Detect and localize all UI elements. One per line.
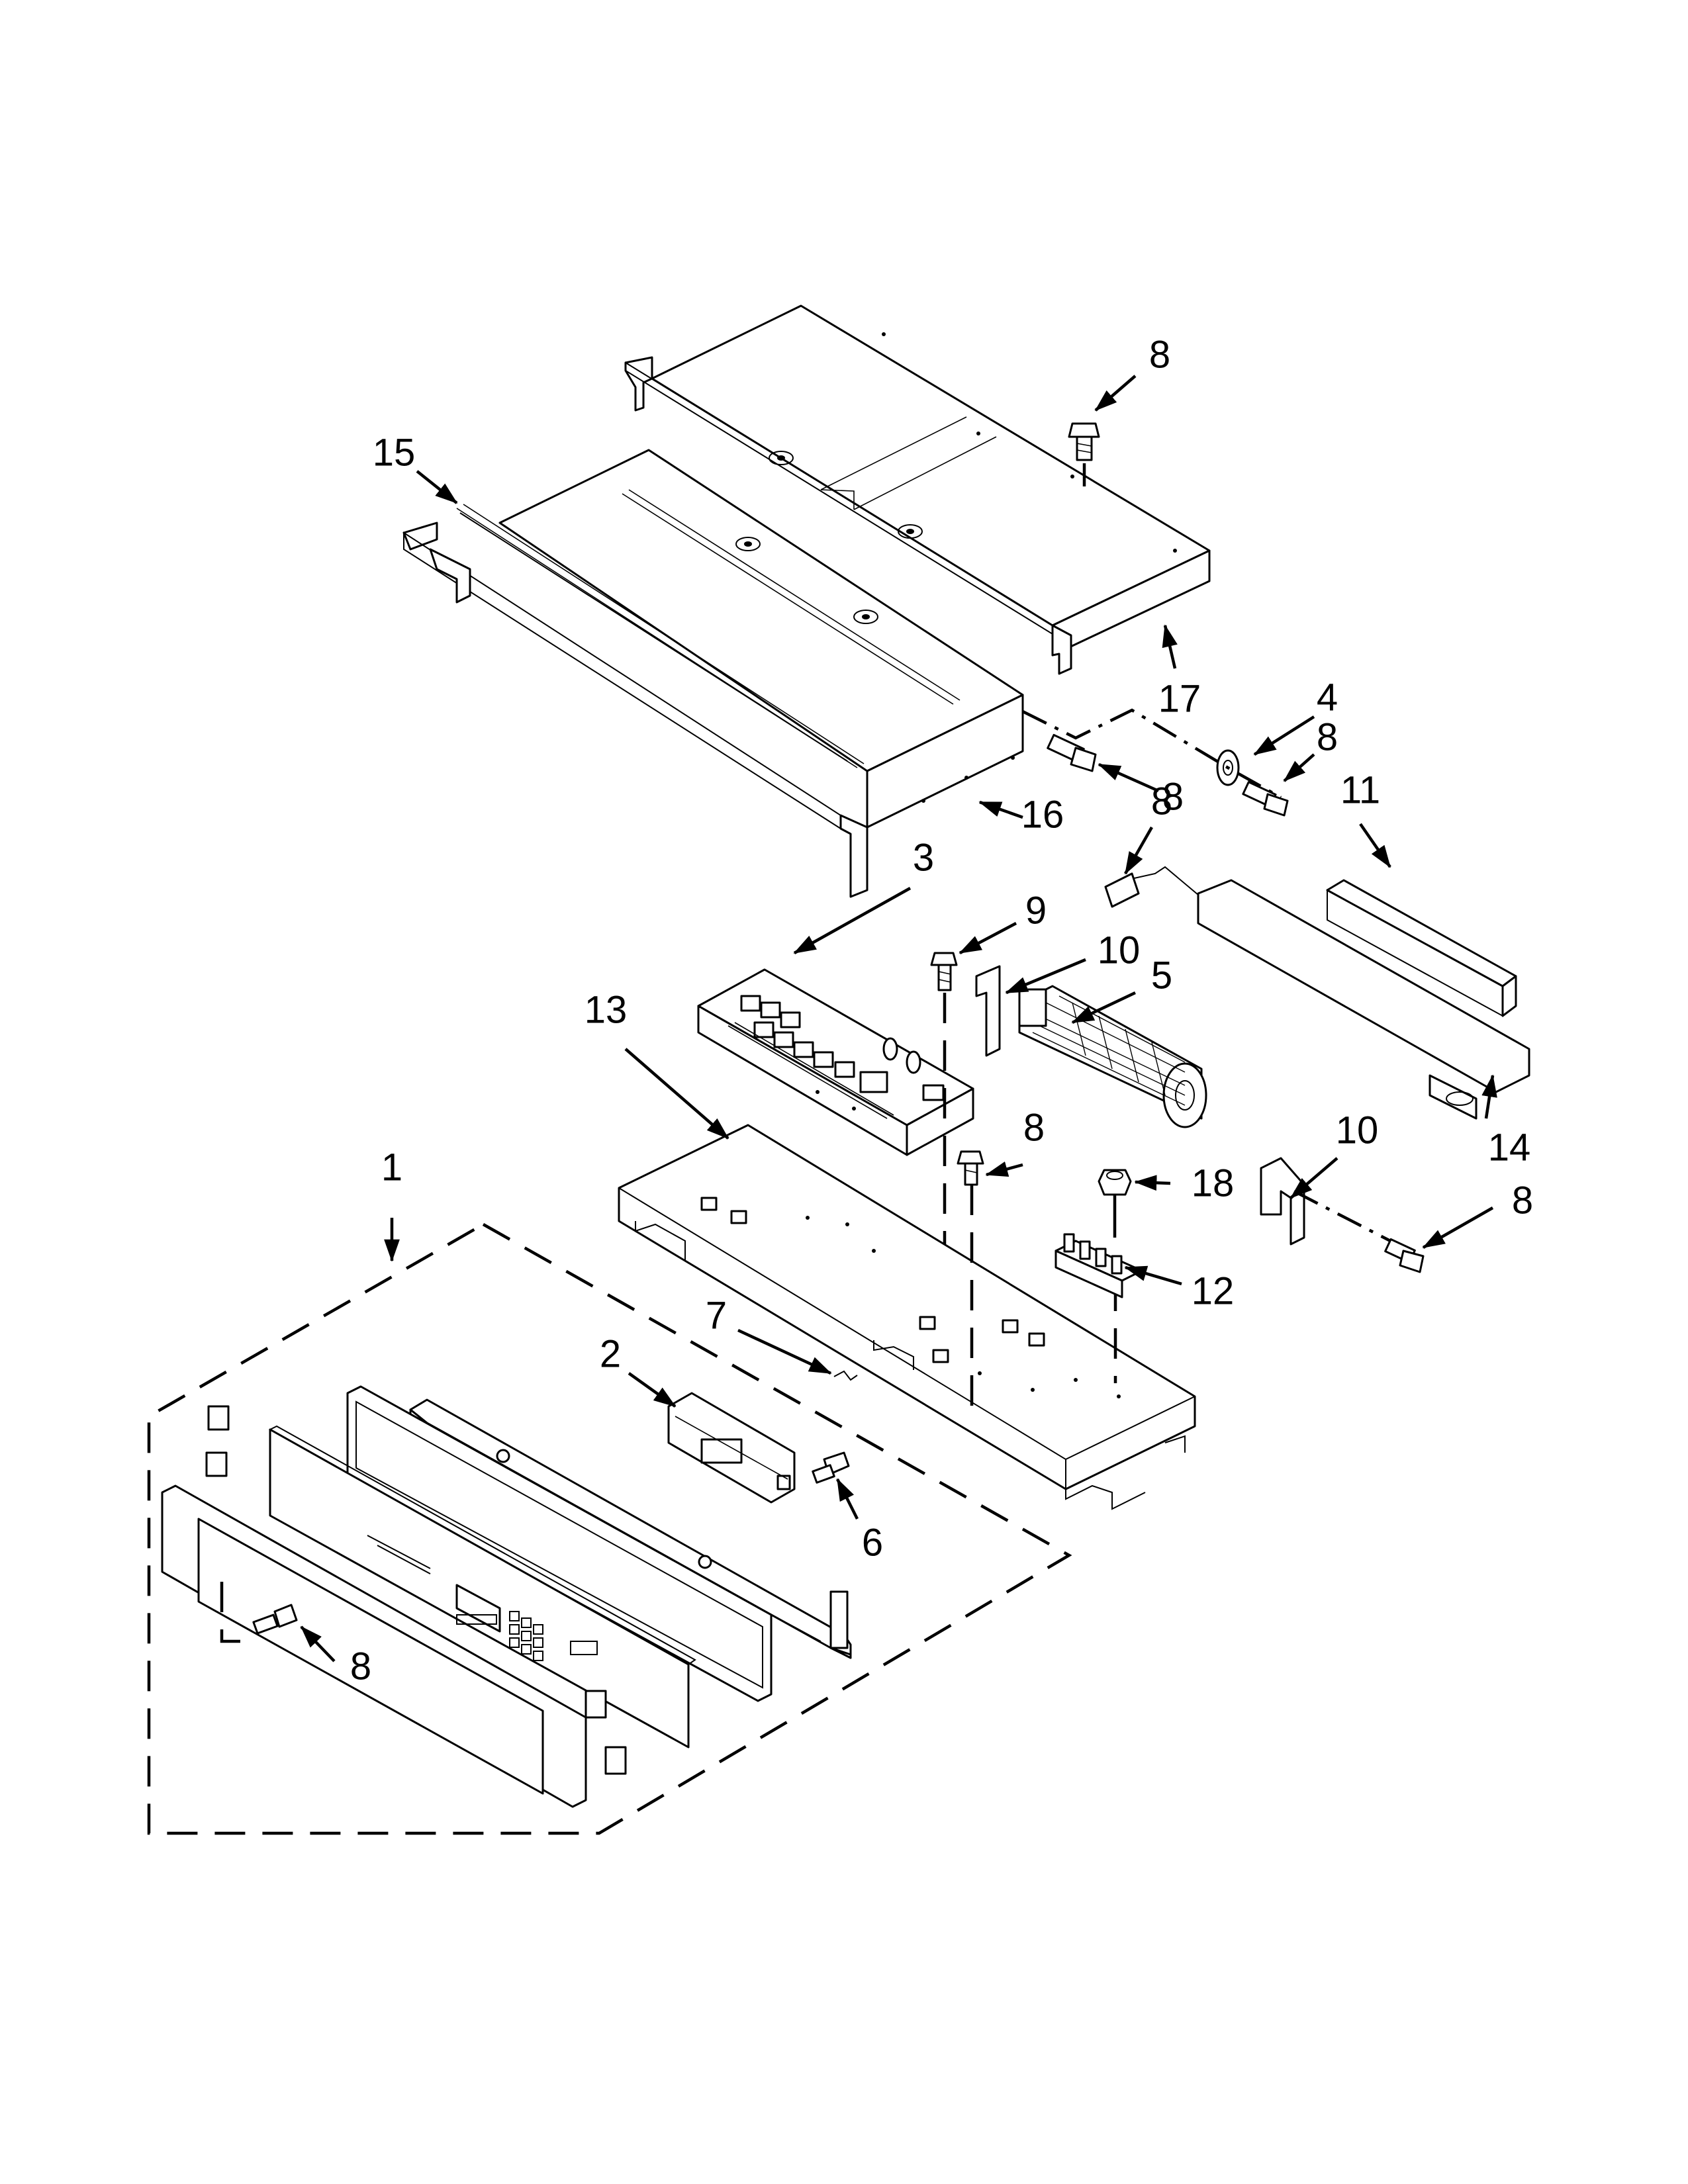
callout-4: 4 [1317, 676, 1338, 719]
clip-part-7 [833, 1370, 858, 1381]
callout-8-center: 8 [1023, 1106, 1045, 1149]
callout-8-right: 8 [1512, 1179, 1533, 1222]
screw-part-8-panel [252, 1604, 298, 1635]
assembly-box-part-1 [147, 1223, 1072, 1835]
screw-part-9 [930, 952, 958, 991]
screw-part-6 [812, 1451, 850, 1484]
callout-3: 3 [913, 836, 934, 879]
bracket-part-14 [1197, 879, 1530, 1120]
ui-board-part-2 [667, 1392, 796, 1504]
callout-8-top: 8 [1149, 333, 1170, 376]
assembly-line-panel [220, 1582, 255, 1643]
callout-15: 15 [373, 431, 416, 474]
callout-10-right: 10 [1336, 1109, 1379, 1152]
screw-part-8-right [1384, 1238, 1425, 1273]
callout-10-left: 10 [1098, 929, 1141, 972]
callout-8-washer: 8 [1317, 715, 1338, 758]
screw-part-8-center [957, 1150, 984, 1186]
bracket-part-10-right [1260, 1157, 1305, 1246]
blower-motor-part-5 [1018, 985, 1207, 1128]
control-panel-trim [161, 1405, 627, 1808]
callout-18: 18 [1192, 1161, 1235, 1205]
callout-1: 1 [381, 1146, 402, 1189]
screw-part-8-top [1068, 422, 1100, 486]
callout-2: 2 [600, 1332, 621, 1375]
callout-labels: 8 15 17 4 8 16 8 11 8 3 9 10 5 13 10 14 … [350, 333, 1533, 1688]
callout-9: 9 [1025, 889, 1047, 932]
strip-part-15 [459, 512, 848, 762]
insulation-part-11 [1326, 879, 1517, 1017]
callout-5: 5 [1151, 954, 1172, 997]
callout-8-clip: 8 [1151, 780, 1172, 823]
base-plate-part-13 [618, 1124, 1196, 1510]
nut-part-18 [1098, 1169, 1132, 1196]
callout-17: 17 [1158, 677, 1201, 720]
callout-8-cover: 8 [1162, 775, 1184, 818]
screw-part-8-cover-left [1047, 733, 1097, 772]
bracket-part-10-left [975, 965, 1001, 1057]
assembly-line-cover [1021, 708, 1282, 799]
control-board-part-3 [697, 968, 974, 1156]
callout-12: 12 [1192, 1269, 1235, 1312]
callout-leaders [300, 375, 1497, 1662]
callout-16: 16 [1021, 793, 1064, 836]
callout-6: 6 [862, 1521, 883, 1564]
control-panel-glass [268, 1425, 696, 1749]
callout-13: 13 [585, 988, 628, 1031]
terminal-block-part-12 [1055, 1233, 1143, 1298]
callout-7: 7 [706, 1294, 727, 1337]
top-cover-part-17 [624, 304, 1211, 675]
callout-11: 11 [1340, 768, 1380, 811]
callout-14: 14 [1488, 1126, 1531, 1169]
screw-part-8-cover-right [1242, 781, 1289, 817]
wire-clip-part-8 [1104, 866, 1199, 908]
callout-8-panel: 8 [350, 1645, 371, 1688]
assembly-line-10 [1293, 1190, 1398, 1246]
